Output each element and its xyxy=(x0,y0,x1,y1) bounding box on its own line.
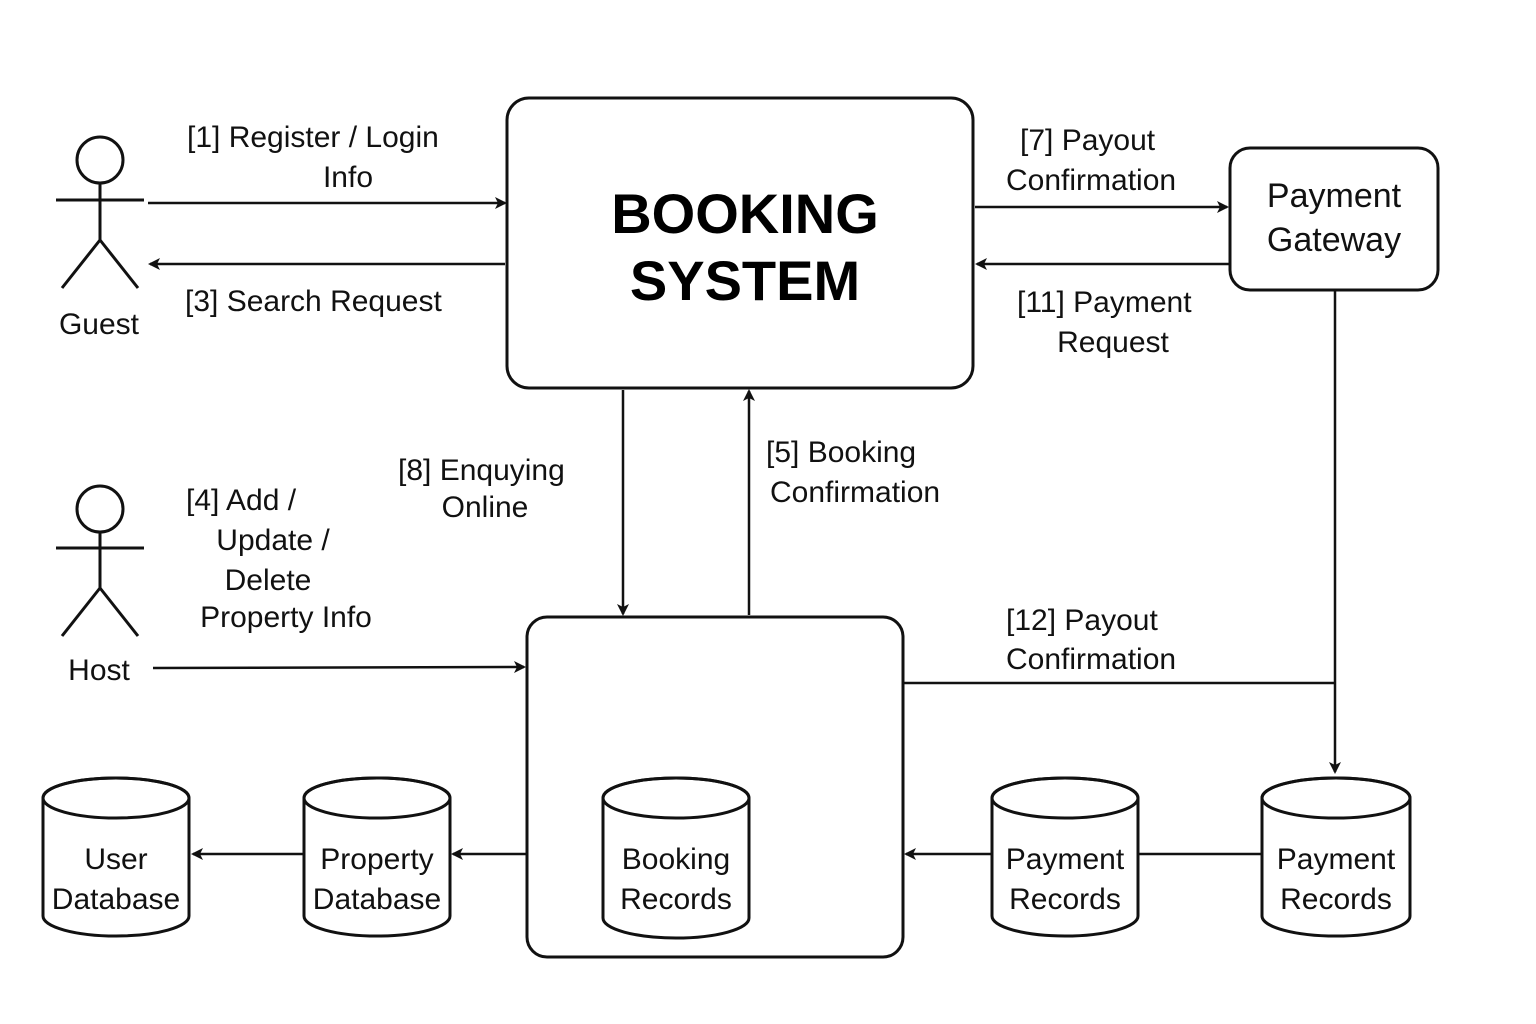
flow-8-label-line1: [8] Enquying xyxy=(398,454,565,487)
flow-1-label-line1: [1] Register / Login xyxy=(187,121,439,154)
host-label: Host xyxy=(68,654,130,687)
booking-records-cylinder[interactable]: Booking Records xyxy=(601,776,751,940)
payment-records-right-label-line1: Payment xyxy=(1277,843,1396,876)
flow-7-label-line1: [7] Payout xyxy=(1020,124,1156,157)
payment-records-right-label-line2: Records xyxy=(1280,883,1392,916)
flow-11-label-line1: [11] Payment xyxy=(1017,286,1192,319)
payment-records-left-label-line1: Payment xyxy=(1006,843,1125,876)
booking-system-box[interactable]: BOOKING SYSTEM xyxy=(505,96,975,390)
payment-gateway-box[interactable]: Payment Gateway xyxy=(1228,146,1440,292)
property-database-label-line1: Property xyxy=(320,843,433,876)
flow-7-label-line2: Confirmation xyxy=(1006,164,1176,197)
booking-system-title-line2: SYSTEM xyxy=(630,249,860,312)
payment-gateway-label-line2: Gateway xyxy=(1267,221,1401,259)
guest-actor-icon[interactable] xyxy=(56,135,144,289)
payment-records-right-cylinder[interactable]: Payment Records xyxy=(1260,776,1412,938)
flow-5-label-line2: Confirmation xyxy=(770,476,940,509)
user-database-cylinder[interactable]: User Database xyxy=(41,776,191,938)
flow-1-label-line2: Info xyxy=(323,161,373,194)
user-database-label-line1: User xyxy=(84,843,147,876)
flow-4-label-line2: Update / xyxy=(216,524,330,557)
payment-records-left-cylinder[interactable]: Payment Records xyxy=(990,776,1140,938)
payment-gateway-label-line1: Payment xyxy=(1267,177,1402,215)
guest-label: Guest xyxy=(59,308,140,341)
flow-4-label-line1: [4] Add / xyxy=(186,484,297,517)
flow-8-label-line2: Online xyxy=(442,491,529,524)
flow-11-label-line2: Request xyxy=(1057,326,1169,359)
host-actor-icon[interactable] xyxy=(56,484,144,637)
booking-system-title-line1: BOOKING xyxy=(611,182,879,245)
flow-4-arrow xyxy=(152,661,526,674)
flow-4-label-line3: Delete xyxy=(225,564,312,597)
flow-5-label-line1: [5] Booking xyxy=(766,436,916,469)
flow-12-label-line1: [12] Payout xyxy=(1006,604,1158,637)
property-database-label-line2: Database xyxy=(313,883,441,916)
flow-3-label: [3] Search Request xyxy=(185,285,442,318)
user-database-label-line2: Database xyxy=(52,883,180,916)
booking-records-label-line1: Booking xyxy=(622,843,730,876)
payment-records-left-label-line2: Records xyxy=(1009,883,1121,916)
flow-12-label-line2: Confirmation xyxy=(1006,643,1176,676)
property-database-cylinder[interactable]: Property Database xyxy=(302,776,452,938)
flow-4-label-line4: Property Info xyxy=(200,601,372,634)
booking-records-label-line2: Records xyxy=(620,883,732,916)
